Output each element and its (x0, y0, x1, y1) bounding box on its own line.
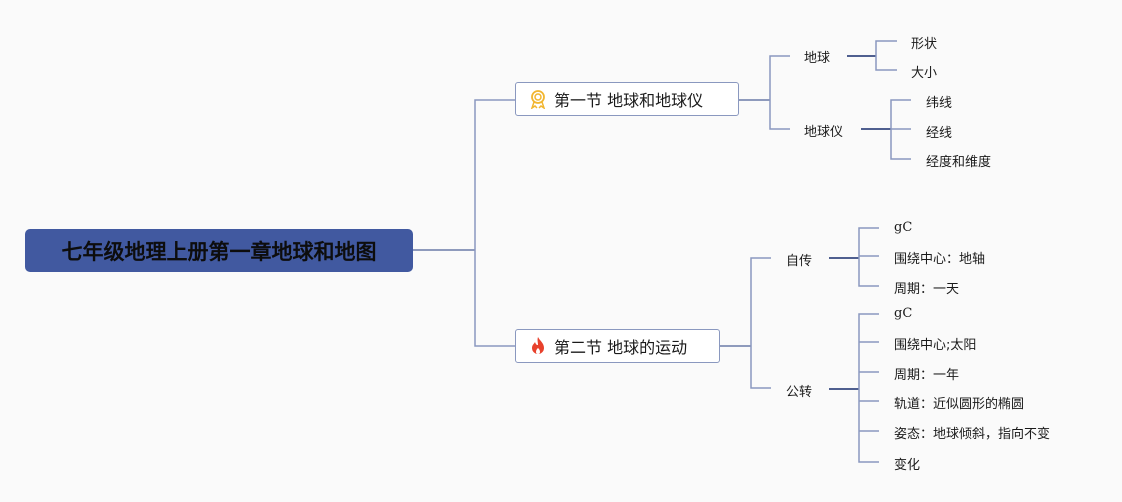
root-node[interactable]: 七年级地理上册第一章地球和地图 (25, 229, 413, 272)
topic-node[interactable]: 地球 (804, 47, 830, 66)
section-title: 第一节 地球和地球仪 (554, 91, 704, 110)
item-node[interactable]: 姿态：地球倾斜，指向不变 (894, 423, 1050, 442)
connector-gongzhuan-items (858, 313, 879, 463)
item-label: 周期：一天 (894, 282, 960, 297)
item-label: 经线 (926, 126, 953, 141)
connector-diqiuyi-items (890, 99, 911, 160)
item-node[interactable]: 围绕中心;太阳 (894, 334, 976, 353)
topic-label: 自传 (786, 254, 813, 269)
item-label: 轨道：近似圆形的椭圆 (894, 397, 1025, 412)
item-node[interactable]: 经度和维度 (926, 151, 991, 170)
item-node[interactable]: 经线 (926, 122, 952, 141)
topic-node[interactable]: 自传 (786, 250, 812, 269)
topic-label: 地球仪 (804, 125, 844, 140)
item-label: gC (894, 306, 913, 321)
item-label: 姿态：地球倾斜，指向不变 (894, 427, 1051, 442)
item-node[interactable]: 纬线 (926, 92, 952, 111)
item-node[interactable]: 变化 (894, 454, 920, 473)
topic-node[interactable]: 地球仪 (804, 121, 843, 140)
root-title: 七年级地理上册第一章地球和地图 (61, 239, 377, 264)
connector-sec2-topics (750, 257, 771, 389)
item-label: 周期：一年 (894, 368, 960, 383)
item-label: 围绕中心：地轴 (894, 252, 986, 267)
section-title: 第二节 地球的运动 (554, 338, 688, 357)
connector-zizhuan-items (858, 227, 879, 287)
item-label: 大小 (911, 66, 938, 81)
item-node[interactable]: gC (894, 220, 912, 235)
award-medal-icon (528, 89, 548, 109)
item-node[interactable]: 轨道：近似圆形的椭圆 (894, 393, 1024, 412)
item-node[interactable]: 周期：一天 (894, 278, 959, 297)
item-label: 纬线 (926, 96, 953, 111)
item-label: 围绕中心;太阳 (894, 338, 977, 353)
section-node-1[interactable]: 第一节 地球和地球仪 (515, 82, 739, 116)
item-node[interactable]: 大小 (911, 62, 937, 81)
topic-label: 地球 (804, 51, 831, 66)
item-node[interactable]: 周期：一年 (894, 364, 959, 383)
connector-sec1-topics (769, 55, 790, 130)
item-label: 经度和维度 (926, 155, 992, 170)
connector-root-sections (474, 99, 515, 347)
section-node-2[interactable]: 第二节 地球的运动 (515, 329, 720, 363)
connector-diqiu-items (875, 40, 897, 71)
item-node[interactable]: 围绕中心：地轴 (894, 248, 985, 267)
topic-label: 公转 (786, 385, 813, 400)
item-node[interactable]: gC (894, 306, 912, 321)
item-label: 变化 (894, 458, 921, 473)
item-node[interactable]: 形状 (911, 33, 937, 52)
topic-node[interactable]: 公转 (786, 381, 812, 400)
item-label: 形状 (911, 37, 938, 52)
item-label: gC (894, 220, 913, 235)
fire-icon (528, 336, 548, 356)
